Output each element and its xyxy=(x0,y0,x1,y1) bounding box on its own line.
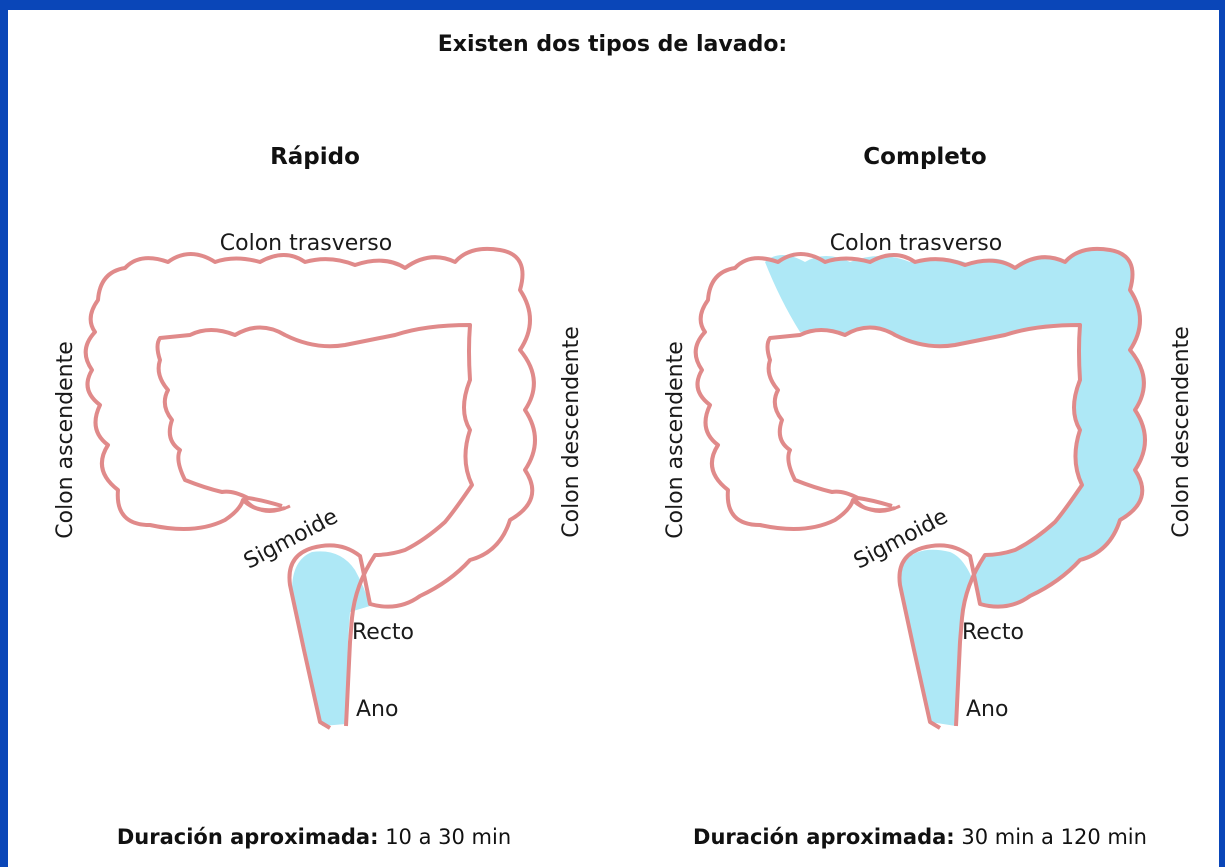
rectum-fill xyxy=(292,551,370,726)
panel-title-rapido: Rápido xyxy=(270,144,360,170)
label-ascending-rapido: Colon ascendente xyxy=(53,341,78,538)
duration-rapido: Duración aproximada: 10 a 30 min xyxy=(34,825,594,849)
label-descending-rapido: Colon descendente xyxy=(559,326,584,537)
duration-label-completo: Duración aproximada: xyxy=(693,825,955,849)
label-descending-completo: Colon descendente xyxy=(1169,326,1194,537)
colon-diagram-rapido xyxy=(83,246,537,730)
duration-label-rapido: Duración aproximada: xyxy=(116,825,379,849)
label-anus-rapido: Ano xyxy=(356,697,398,722)
label-ascending-completo: Colon ascendente xyxy=(663,341,688,538)
duration-completo: Duración aproximada: 30 min a 120 min xyxy=(640,825,1200,849)
panel-title-completo: Completo xyxy=(863,144,987,170)
label-anus-completo: Ano xyxy=(966,697,1008,722)
label-rectum-rapido: Recto xyxy=(352,620,414,645)
duration-value-completo: 30 min a 120 min xyxy=(961,825,1147,849)
page-title: Existen dos tipos de lavado: xyxy=(437,32,788,57)
label-rectum-completo: Recto xyxy=(962,620,1024,645)
colon-diagram-completo xyxy=(693,246,1147,730)
label-transverse-rapido: Colon trasverso xyxy=(220,231,392,256)
label-transverse-completo: Colon trasverso xyxy=(830,231,1002,256)
duration-value-rapido: 10 a 30 min xyxy=(385,825,512,849)
